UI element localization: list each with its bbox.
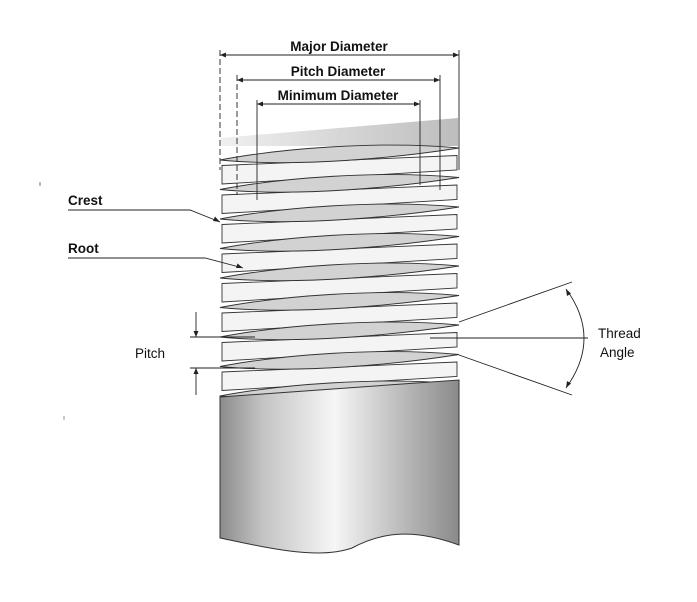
thread-crest: [219, 262, 460, 282]
thread-flank: [221, 332, 458, 362]
bolt-shank: [219, 379, 460, 554]
thread-flank: [221, 214, 458, 244]
thread-flank: [221, 302, 458, 332]
major-diameter-label: Major Diameter: [290, 39, 388, 54]
root-leader: [68, 257, 244, 269]
thread-angle-arc: [565, 288, 585, 389]
minimum-diameter-dimension: [257, 101, 420, 107]
pitch-diameter-dimension: [237, 77, 440, 83]
thread-crest: [219, 292, 460, 311]
crest-leader: [68, 209, 221, 223]
thread-flank: [221, 273, 458, 303]
thread-flank: [221, 243, 458, 273]
pitch-dimension: [190, 312, 255, 395]
thread-flank: [221, 184, 458, 214]
threaded-section: [219, 144, 460, 434]
thread-angle-label-line1: Thread: [598, 326, 641, 341]
thread-crest: [219, 174, 460, 193]
bolt-top-face: [220, 118, 458, 146]
crest-label: Crest: [68, 193, 103, 208]
thread-crest: [219, 351, 460, 370]
diameter-extension-lines: [219, 50, 460, 200]
thread-angle-label-line2: Angle: [600, 345, 635, 360]
major-diameter-dimension: [220, 52, 459, 58]
thread-crest: [219, 233, 460, 252]
pitch-label: Pitch: [135, 346, 165, 361]
thread-flank: [221, 155, 458, 185]
minimum-diameter-label: Minimum Diameter: [278, 88, 400, 103]
thread-crest: [219, 203, 460, 223]
thread-crest: [219, 321, 460, 341]
root-label: Root: [68, 241, 99, 256]
thread-flank: [221, 361, 458, 391]
pitch-diameter-label: Pitch Diameter: [291, 64, 386, 79]
thread-angle-lines: [430, 281, 588, 396]
